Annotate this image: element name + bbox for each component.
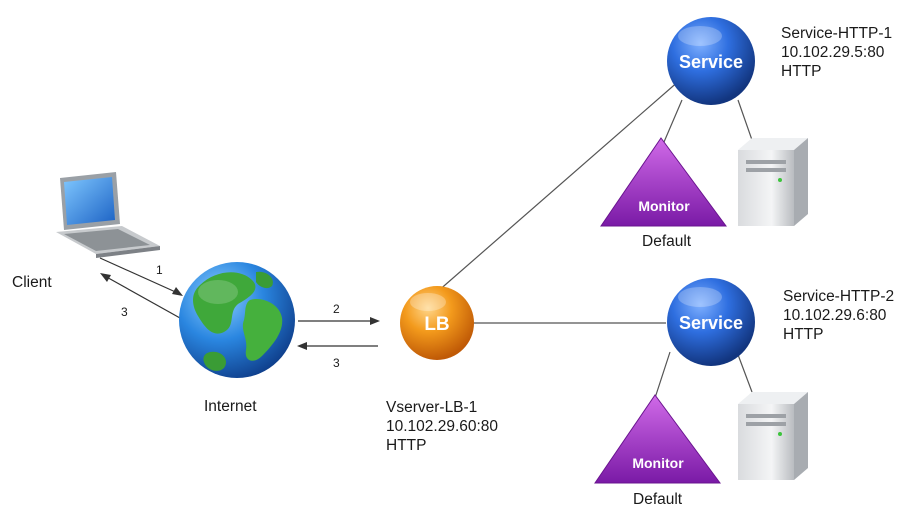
- globe-icon: [179, 262, 295, 378]
- arrow-internet-to-client: [100, 273, 181, 319]
- monitor1-label: Default: [642, 233, 692, 250]
- service2-details: Service-HTTP-2 10.102.29.6:80 HTTP: [783, 287, 894, 344]
- client-label: Client: [12, 274, 52, 291]
- service1-node-badge: Service: [679, 52, 743, 72]
- service1-node-icon: [667, 17, 755, 105]
- monitor2-node-icon: [594, 394, 721, 484]
- link-service1-monitor: [663, 99, 683, 143]
- link-lb-service1: [436, 79, 681, 293]
- arrow-client-out-number: 1: [156, 263, 163, 277]
- service2-node-badge: Service: [679, 313, 743, 333]
- arrow-internet-to-lb: [298, 317, 380, 325]
- lb-address: 10.102.29.60:80: [386, 418, 499, 435]
- arrow-lb-in-number: 3: [333, 356, 340, 370]
- monitor2-node-badge: Monitor: [632, 455, 684, 471]
- service1-protocol: HTTP: [781, 63, 822, 80]
- arrow-lb-to-internet: [297, 342, 378, 350]
- service1-address: 10.102.29.5:80: [781, 44, 885, 61]
- service2-name: Service-HTTP-2: [783, 288, 895, 305]
- laptop-icon: [56, 172, 160, 258]
- server2-icon: [738, 392, 808, 480]
- arrow-client-to-internet: [99, 257, 183, 296]
- service1-name: Service-HTTP-1: [781, 25, 893, 42]
- server1-icon: [738, 138, 808, 226]
- lb-node-badge: LB: [424, 314, 449, 335]
- arrow-lb-out-number: 2: [333, 302, 340, 316]
- monitor1-node-badge: Monitor: [638, 198, 690, 214]
- service2-address: 10.102.29.6:80: [783, 307, 887, 324]
- arrow-client-in-number: 3: [121, 305, 128, 319]
- service2-node-icon: [667, 278, 755, 366]
- lb-protocol: HTTP: [386, 437, 427, 454]
- link-service1-server: [737, 99, 753, 141]
- lb-name: Vserver-LB-1: [386, 399, 478, 416]
- service1-details: Service-HTTP-1 10.102.29.5:80 HTTP: [781, 24, 892, 81]
- link-service2-monitor: [654, 351, 671, 399]
- internet-label: Internet: [204, 398, 257, 415]
- service2-protocol: HTTP: [783, 326, 824, 343]
- lb-node-icon: [400, 286, 474, 360]
- monitor2-label: Default: [633, 491, 683, 508]
- lb-details: Vserver-LB-1 10.102.29.60:80 HTTP: [386, 398, 498, 455]
- link-service2-server: [736, 351, 753, 393]
- monitor1-node-icon: [600, 137, 727, 227]
